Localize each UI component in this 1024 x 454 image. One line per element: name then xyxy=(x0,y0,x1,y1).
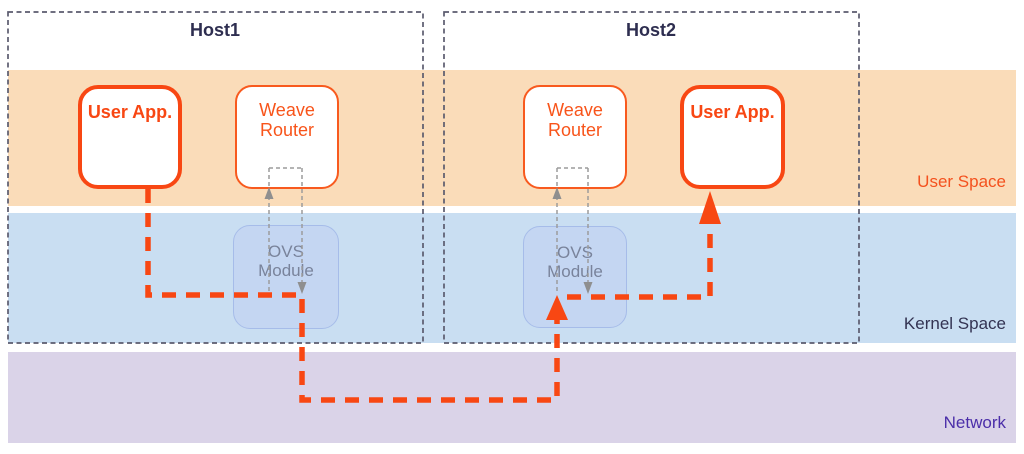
network-band xyxy=(8,352,1016,443)
host1-weave-router-label: Weave Router xyxy=(259,100,315,140)
host2-user-app-box: User App. xyxy=(680,85,785,189)
host2-ovs-module-label: OVS Module xyxy=(547,243,603,281)
host2-weave-router-box: Weave Router xyxy=(523,85,627,189)
host2-title: Host2 xyxy=(625,20,676,40)
user-space-label: User Space xyxy=(917,172,1006,191)
kernel-space-label: Kernel Space xyxy=(903,314,1006,333)
host1-ovs-module-label: OVS Module xyxy=(258,242,314,280)
host2-weave-router-label: Weave Router xyxy=(547,100,603,140)
host1-weave-router-box: Weave Router xyxy=(235,85,339,189)
network-label: Network xyxy=(943,413,1006,432)
host1-title: Host1 xyxy=(189,20,240,40)
host2-user-app-label: User App. xyxy=(690,102,775,122)
host1-user-app-box: User App. xyxy=(78,85,182,189)
host2-ovs-module-box: OVS Module xyxy=(523,226,627,328)
host1-ovs-module-box: OVS Module xyxy=(233,225,339,329)
host1-user-app-label: User App. xyxy=(87,102,173,122)
kernel-space-band xyxy=(8,213,1016,343)
